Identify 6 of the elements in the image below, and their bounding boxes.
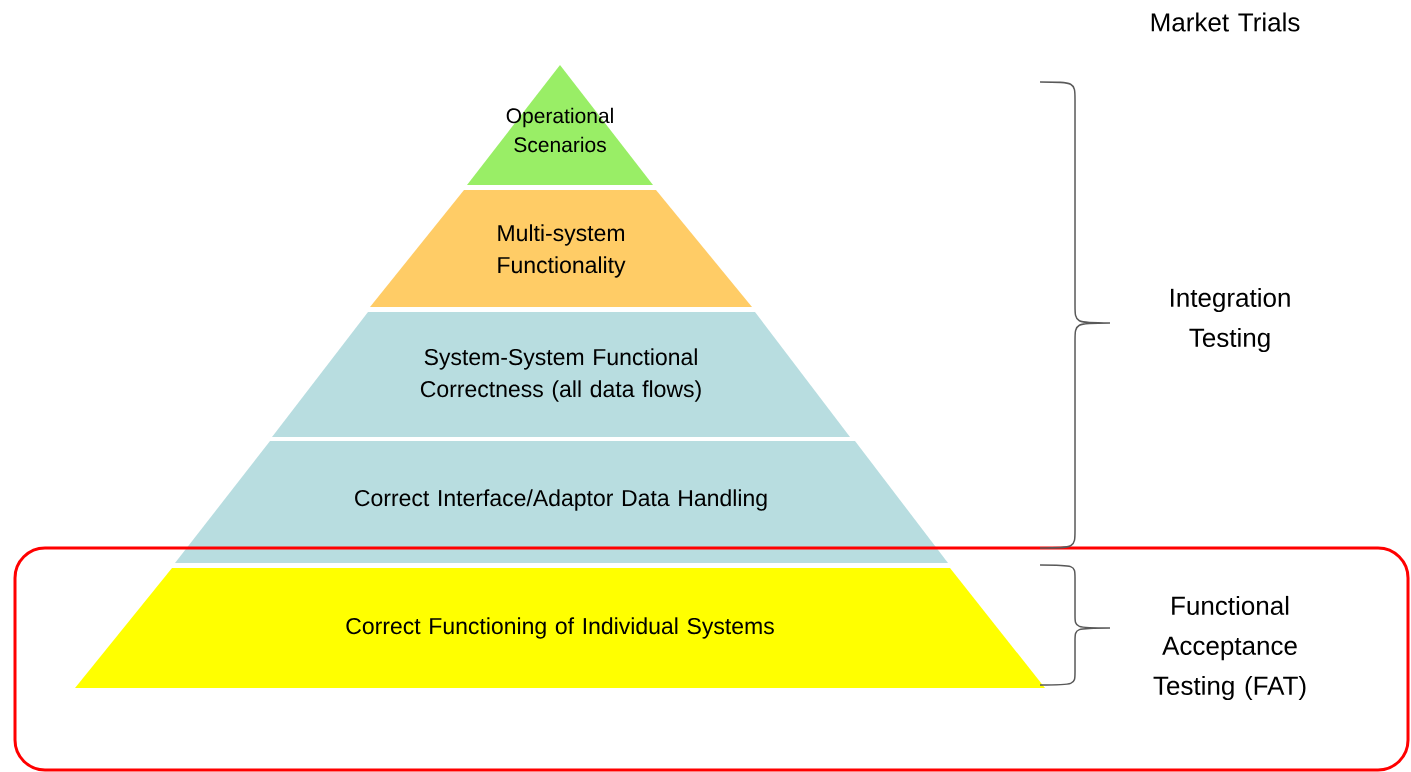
bracket-label: Market Trials	[1151, 12, 1300, 32]
pyramid-layer: Correct Interface/Adaptor Data Handling	[175, 441, 948, 563]
pyramid-layer: System-System Functional Correctness (all data flows)	[272, 312, 850, 437]
bracket-label: Functional Acceptance Testing (FAT)	[1153, 595, 1306, 701]
bracket-label: Integration Testing	[1171, 287, 1290, 353]
pyramid-layer: Multi-system Functionality	[370, 190, 752, 307]
